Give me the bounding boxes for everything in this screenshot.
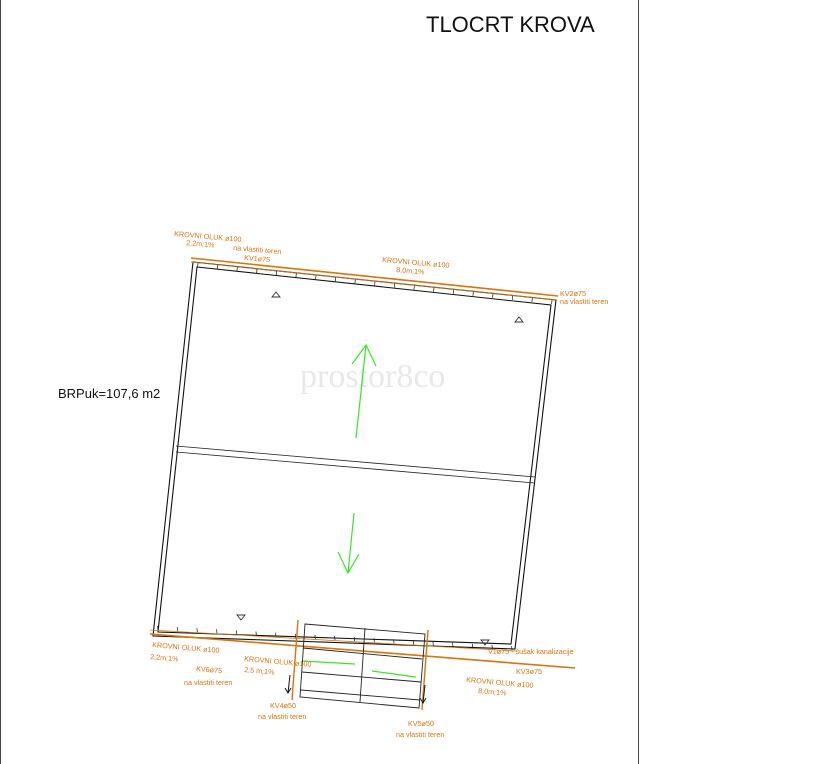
gutter-bottom (149, 625, 576, 669)
label-kv2: KV2ø75 (560, 289, 586, 298)
frame-left-border (0, 0, 1, 764)
label-terrain-kv5: na vlastiti teren (396, 730, 444, 739)
area-label: BRPuk=107,6 m2 (58, 386, 161, 401)
annotations: KROVNI OLUK ø100 2,2m;1% na vlastiti ter… (150, 229, 609, 739)
ridge-line (175, 445, 536, 484)
label-terrain-kv2: na vlastiti teren (560, 297, 608, 306)
canopy-structure (299, 623, 426, 709)
watermark: prostor8co (300, 358, 446, 395)
label-slope-s: 2,5 m;1% (244, 665, 276, 677)
label-v1: V1ø75 - šušak kanalizacije (488, 647, 574, 656)
drain-arrows (284, 674, 427, 704)
label-terrain-kv6: na vlastiti teren (184, 678, 232, 687)
drawing-title: TLOCRT KROVA (426, 12, 595, 37)
canopy-slope-arrows (302, 660, 417, 678)
label-kv3: KV3ø75 (516, 667, 542, 676)
canopy-gutters (291, 619, 429, 711)
label-slope-se: 8,0m;1% (478, 686, 508, 697)
downpipe-markers (236, 291, 524, 646)
label-slope-n: 8,0m;1% (396, 265, 426, 276)
label-kv4: KV4ø50 (270, 701, 296, 710)
gutter-top (190, 257, 559, 305)
label-terrain-kv1: na vlastiti teren (233, 243, 282, 256)
label-kv6: KV6ø75 (196, 664, 223, 675)
frame-right-border (638, 0, 639, 764)
slope-arrow-down (337, 512, 360, 575)
slope-arrow-up (351, 343, 377, 439)
label-kv1: KV1ø75 (244, 253, 271, 264)
label-kv5: KV5ø50 (408, 719, 434, 728)
label-slope-sw: 2,2m;1% (150, 652, 180, 663)
label-slope-nw: 2,2m;1% (186, 238, 216, 249)
label-terrain-kv4: na vlastiti teren (258, 712, 306, 721)
